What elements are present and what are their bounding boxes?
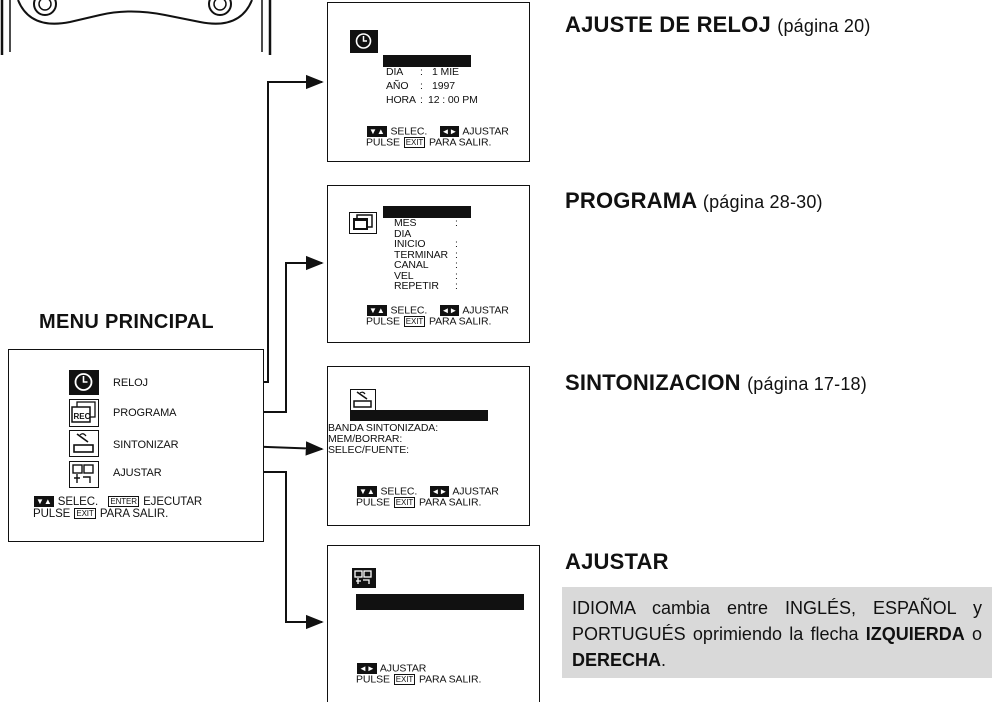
- select-key-icon: ▼▲: [357, 486, 377, 497]
- clock-heading: AJUSTE DE RELOJ (página 20): [565, 12, 871, 37]
- title-bar: [356, 594, 524, 610]
- field-speed: VEL:: [394, 269, 458, 282]
- clock-settings-list: DIA:1 MIE AÑO:1997 HORA:12 : 00 PM: [386, 67, 478, 106]
- enter-key: ENTER: [108, 496, 139, 508]
- clock-screen: DIA:1 MIE AÑO:1997 HORA:12 : 00 PM ▼▲ SE…: [327, 2, 530, 162]
- rec-icon-label: REC: [74, 412, 91, 421]
- program-fields: MES: DIA INICIO: TERMINAR: CANAL: VEL: R…: [394, 218, 458, 292]
- field-month: MES:: [394, 217, 458, 229]
- main-menu-title: MENU PRINCIPAL: [39, 311, 214, 333]
- adjust-help: ◄► AJUSTAR PULSE EXIT PARA SALIR.: [356, 662, 482, 686]
- exit-key: EXIT: [393, 674, 416, 686]
- select-key-icon: ▼▲: [34, 496, 54, 508]
- exit-key: EXIT: [74, 508, 96, 520]
- adjust-screen: ◄► AJUSTAR PULSE EXIT PARA SALIR.: [327, 545, 540, 702]
- tuning-help: ▼▲ SELEC. ◄► AJUSTAR PULSE EXIT PARA SAL…: [356, 485, 499, 509]
- program-icon: [349, 212, 377, 234]
- setup-icon: [69, 461, 99, 488]
- field-channel: CANAL:: [394, 259, 458, 271]
- title-bar: [350, 410, 488, 421]
- exit-key: EXIT: [393, 497, 416, 509]
- menu-item-program[interactable]: PROGRAMA: [113, 407, 177, 419]
- select-key-icon: ▼▲: [367, 126, 387, 137]
- tuning-lines: BANDA SINTONIZADA: MEM/BORRAR: SELEC/FUE…: [328, 423, 438, 456]
- antenna-icon: [69, 430, 99, 457]
- menu-item-clock[interactable]: RELOJ: [113, 377, 148, 389]
- clock-row-time: HORA:12 : 00 PM: [386, 94, 478, 106]
- tuning-screen: BANDA SINTONIZADA: MEM/BORRAR: SELEC/FUE…: [327, 366, 530, 526]
- tuning-source: SELEC/FUENTE:: [328, 444, 409, 456]
- rec-icon: REC: [69, 399, 99, 427]
- remote-control-fragment: [0, 0, 272, 55]
- adjust-key-icon: ◄►: [429, 486, 450, 497]
- exit-key: EXIT: [403, 316, 426, 328]
- menu-item-tuning[interactable]: SINTONIZAR: [113, 439, 179, 451]
- clock-row-day: DIA:1 MIE: [386, 66, 459, 78]
- menu-item-adjust[interactable]: AJUSTAR: [113, 467, 162, 479]
- title-bar: [383, 55, 471, 67]
- clock-row-year: AÑO:1997: [386, 80, 455, 92]
- adjust-key-icon: ◄►: [439, 305, 460, 316]
- main-menu-screen: RELOJ REC PROGRAMA SINTONIZAR AJUSTAR ▼▲…: [8, 349, 264, 542]
- select-key-icon: ▼▲: [367, 305, 387, 316]
- adjust-key-icon: ◄►: [357, 663, 377, 674]
- program-heading: PROGRAMA (página 28-30): [565, 188, 823, 213]
- adjust-key-icon: ◄►: [439, 126, 460, 137]
- title-bar: [383, 206, 471, 218]
- clock-help: ▼▲ SELEC. ◄► AJUSTAR PULSE EXIT PARA SAL…: [366, 125, 509, 149]
- adjust-heading: AJUSTAR: [565, 549, 669, 574]
- antenna-icon: [350, 389, 376, 411]
- tuning-band: BANDA SINTONIZADA:: [328, 422, 439, 434]
- field-end: TERMINAR:: [394, 248, 458, 261]
- tuning-memory: MEM/BORRAR:: [328, 433, 403, 445]
- field-start: INICIO:: [394, 238, 458, 250]
- field-repeat: REPETIR:: [394, 280, 458, 292]
- clock-icon: [69, 370, 99, 395]
- main-menu-help: ▼▲ SELEC. ENTER EJECUTAR PULSE EXIT PARA…: [33, 496, 203, 520]
- exit-key: EXIT: [403, 137, 426, 149]
- program-screen: MES: DIA INICIO: TERMINAR: CANAL: VEL: R…: [327, 185, 530, 343]
- setup-icon: [352, 568, 376, 588]
- field-day: DIA: [394, 227, 412, 240]
- tuning-heading: SINTONIZACION (página 17-18): [565, 370, 867, 395]
- language-note: IDIOMA cambia entre INGLÉS, ESPAÑOL y PO…: [562, 587, 992, 678]
- clock-icon: [350, 30, 378, 53]
- program-help: ▼▲ SELEC. ◄► AJUSTAR PULSE EXIT PARA SAL…: [366, 304, 509, 328]
